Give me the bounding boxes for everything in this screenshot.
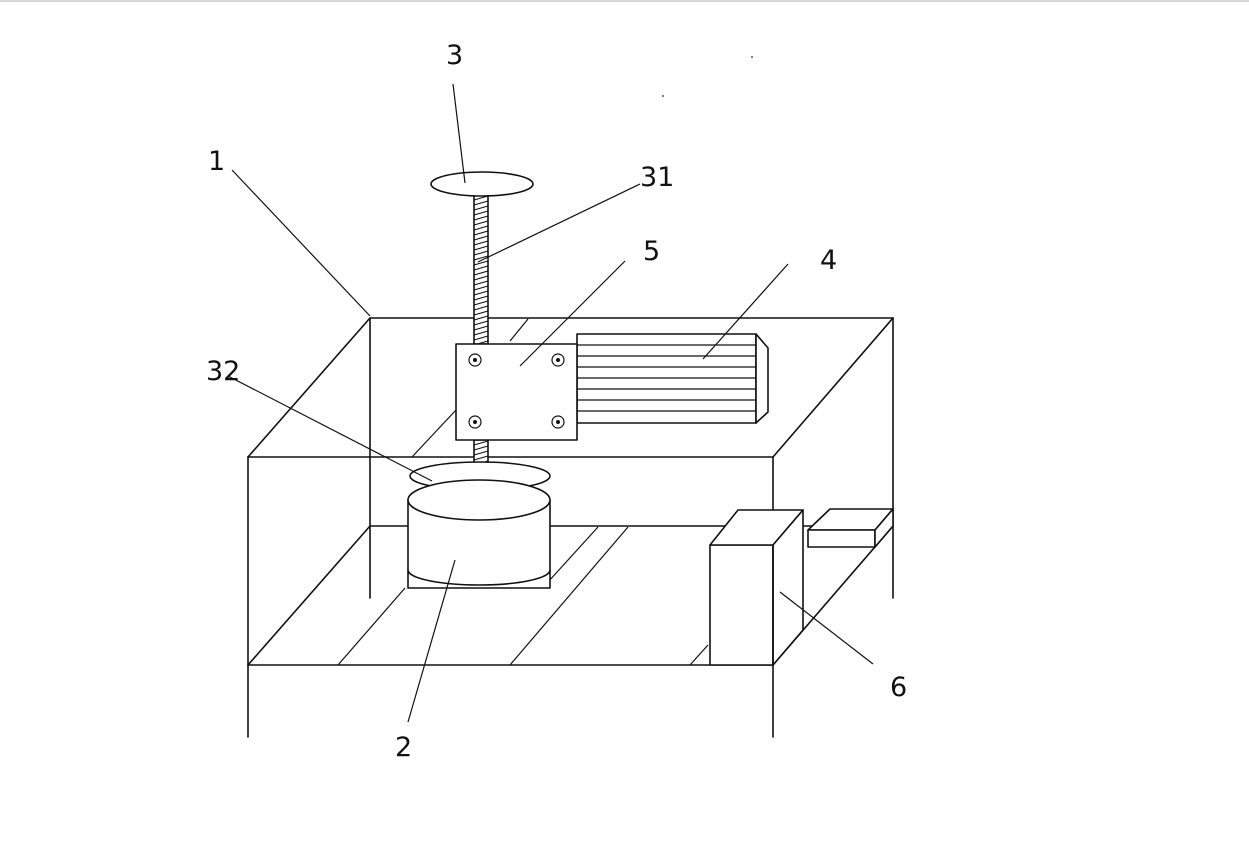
screw-thread [473, 335, 489, 341]
motor [576, 333, 769, 424]
control-box [709, 509, 804, 666]
screw-thread [473, 315, 489, 321]
screw-thread [473, 285, 489, 291]
back-block [807, 508, 894, 548]
screw-thread [473, 455, 489, 461]
top-disc [430, 171, 534, 197]
screw-thread [473, 260, 489, 266]
gearbox [455, 343, 578, 441]
screw-thread [473, 245, 489, 251]
screw-thread [473, 215, 489, 221]
screw-thread [473, 330, 489, 336]
screw-thread [473, 250, 489, 256]
speck [662, 95, 664, 97]
screw-thread [473, 235, 489, 241]
label-1: 1 [208, 146, 225, 177]
top-border [0, 0, 1249, 2]
screw-thread [473, 440, 489, 446]
screw-thread [473, 445, 489, 451]
label-4: 4 [820, 245, 837, 276]
cylinder-container [407, 479, 551, 589]
screw-thread [473, 200, 489, 206]
screw-thread [473, 230, 489, 236]
screw-thread [473, 305, 489, 311]
screw-thread [473, 255, 489, 261]
label-3: 3 [446, 40, 463, 71]
label-31: 31 [640, 162, 674, 193]
speck [751, 56, 753, 58]
lead-screw [473, 194, 489, 487]
screw-thread [473, 205, 489, 211]
label-32: 32 [206, 356, 240, 387]
screw-thread [473, 450, 489, 456]
leader-lines [227, 83, 874, 723]
screw-thread [473, 270, 489, 276]
label-2: 2 [395, 732, 412, 763]
screw-thread [473, 300, 489, 306]
screw-thread [473, 280, 489, 286]
label-6: 6 [890, 672, 907, 703]
screw-thread [473, 265, 489, 271]
screw-thread [473, 225, 489, 231]
housing-frame [247, 317, 894, 738]
screw-thread [473, 220, 489, 226]
screw-thread [473, 210, 489, 216]
label-5: 5 [643, 236, 660, 267]
reference-numerals: 1 3 31 5 4 32 2 6 [206, 40, 907, 763]
screw-thread [473, 325, 489, 331]
screw-thread [473, 275, 489, 281]
screw-thread [473, 320, 489, 326]
screw-thread [473, 310, 489, 316]
screw-thread [473, 290, 489, 296]
screw-thread [473, 240, 489, 246]
screw-thread [473, 295, 489, 301]
